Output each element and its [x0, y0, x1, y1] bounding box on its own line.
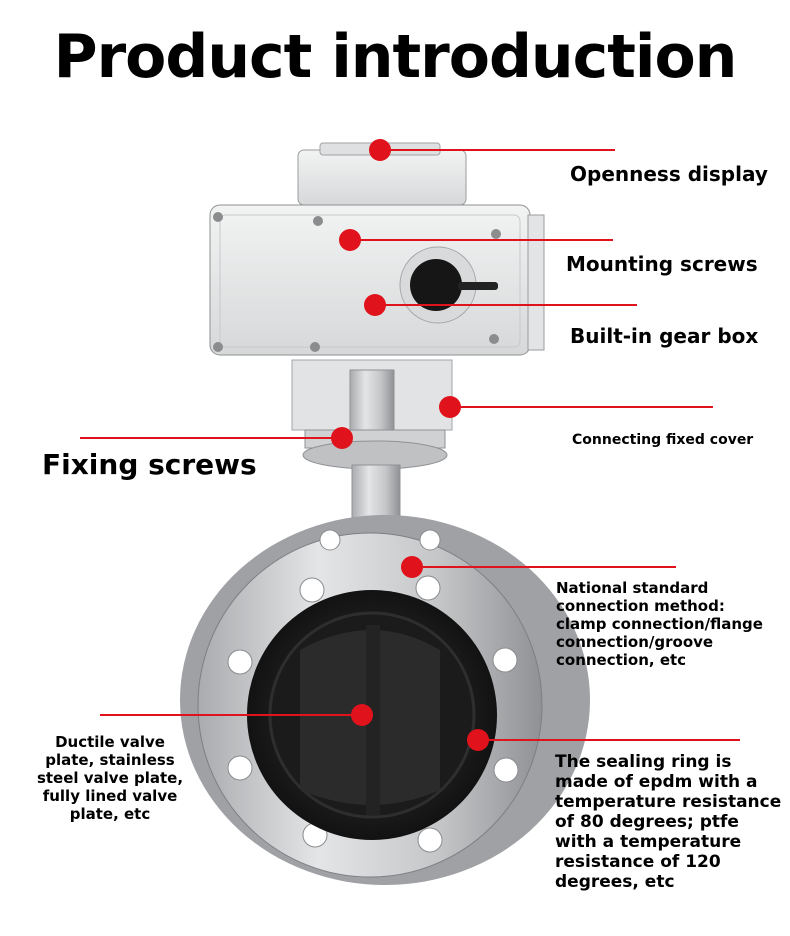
mounting-bracket — [291, 359, 453, 526]
valve-body — [180, 515, 590, 885]
label-valve-plate: Ductile valve plate, stainless steel val… — [36, 733, 184, 823]
label-gear-box: Built-in gear box — [570, 324, 759, 348]
callout-lines — [80, 149, 740, 741]
label-national-standard: National standard connection method: cla… — [556, 579, 763, 669]
callout-dots — [331, 139, 489, 751]
label-fixing-screws: Fixing screws — [42, 448, 257, 481]
label-sealing-ring: The sealing ring is made of epdm with a … — [555, 752, 782, 892]
label-openness-display: Openness display — [570, 162, 768, 186]
label-mounting-screws: Mounting screws — [566, 252, 758, 276]
label-connecting-cover: Connecting fixed cover — [572, 432, 754, 448]
actuator-body — [209, 204, 545, 356]
page-title: Product introduction — [53, 22, 738, 92]
